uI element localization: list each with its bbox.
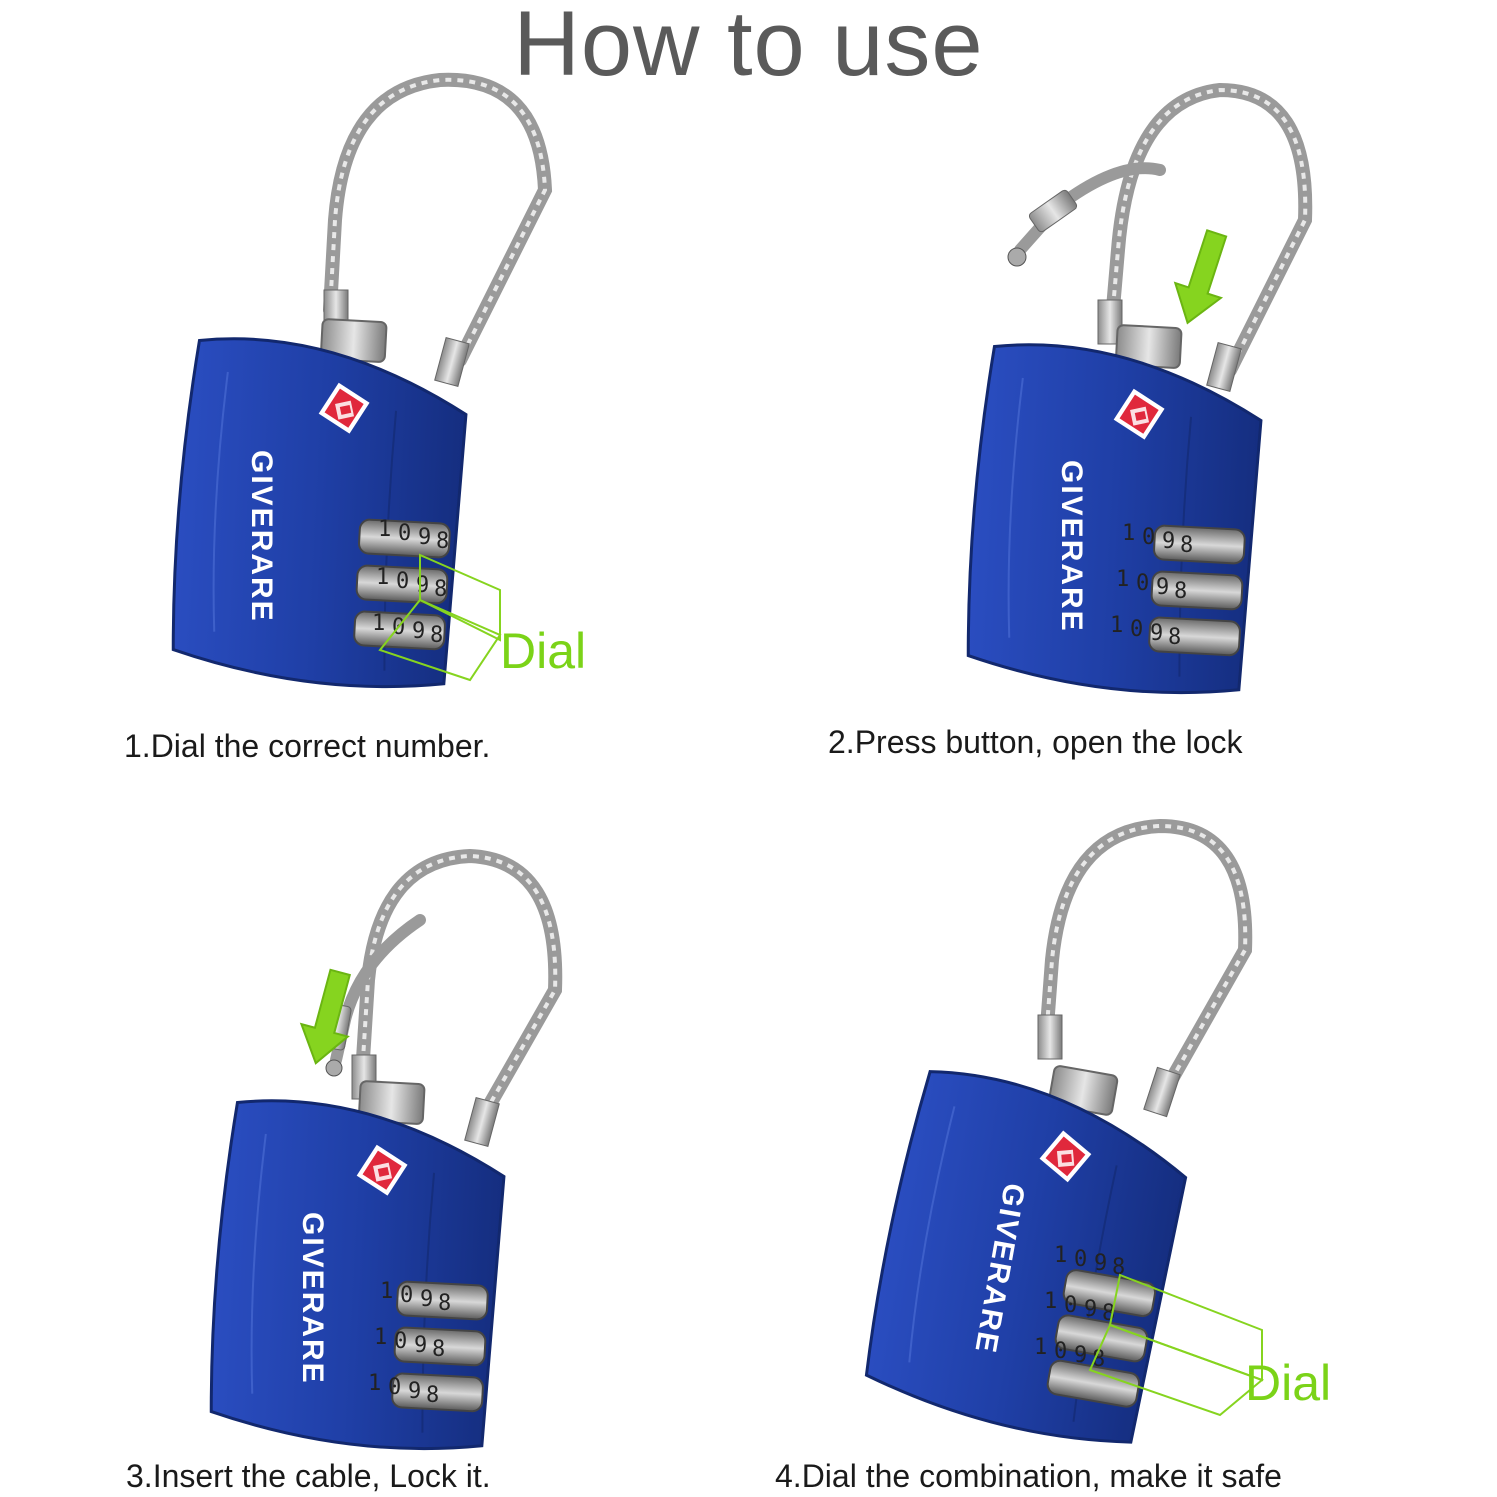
svg-text:1: 1 xyxy=(1044,1289,1057,1314)
step-3-caption: 3.Insert the cable, Lock it. xyxy=(126,1458,491,1494)
svg-text:9: 9 xyxy=(414,1333,427,1358)
cable-shackle xyxy=(1039,818,1253,1107)
svg-text:1: 1 xyxy=(1116,567,1129,592)
svg-text:9: 9 xyxy=(1162,529,1175,554)
svg-text:8: 8 xyxy=(432,1337,445,1362)
svg-text:0: 0 xyxy=(1142,525,1155,550)
svg-text:9: 9 xyxy=(412,619,425,644)
svg-text:8: 8 xyxy=(438,1291,451,1316)
svg-text:1: 1 xyxy=(1122,521,1135,546)
svg-text:0: 0 xyxy=(394,1329,407,1354)
svg-text:9: 9 xyxy=(416,573,429,598)
svg-text:1: 1 xyxy=(1110,613,1123,638)
svg-text:9: 9 xyxy=(1084,1297,1097,1322)
svg-text:8: 8 xyxy=(1174,579,1187,604)
press-arrow-icon xyxy=(1163,225,1241,332)
svg-text:8: 8 xyxy=(436,529,449,554)
step-4-caption: 4.Dial the combination, make it safe xyxy=(775,1458,1282,1494)
svg-text:1: 1 xyxy=(1054,1243,1067,1268)
svg-text:8: 8 xyxy=(1180,533,1193,558)
svg-text:1: 1 xyxy=(368,1371,381,1396)
svg-text:1: 1 xyxy=(374,1325,387,1350)
svg-text:1: 1 xyxy=(380,1279,393,1304)
step-2-caption: 2.Press button, open the lock xyxy=(828,724,1243,760)
svg-text:0: 0 xyxy=(1136,571,1149,596)
svg-text:9: 9 xyxy=(1156,575,1169,600)
svg-text:8: 8 xyxy=(1092,1347,1105,1372)
brand-text: GIVERARE xyxy=(1055,460,1088,633)
svg-text:8: 8 xyxy=(1168,625,1181,650)
insert-arrow-icon xyxy=(291,965,365,1071)
svg-text:1: 1 xyxy=(378,517,391,542)
brand-text: GIVERARE xyxy=(296,1212,329,1385)
svg-text:8: 8 xyxy=(426,1383,439,1408)
svg-text:8: 8 xyxy=(1112,1255,1125,1280)
svg-text:9: 9 xyxy=(420,1287,433,1312)
svg-text:1: 1 xyxy=(376,565,389,590)
svg-text:0: 0 xyxy=(400,1283,413,1308)
svg-text:1: 1 xyxy=(372,611,385,636)
dial-callout xyxy=(378,553,502,682)
svg-text:0: 0 xyxy=(1130,617,1143,642)
svg-text:0: 0 xyxy=(1064,1293,1077,1318)
svg-text:9: 9 xyxy=(1094,1251,1107,1276)
svg-text:1: 1 xyxy=(1034,1335,1047,1360)
dial-callout xyxy=(1088,1273,1264,1417)
dial-label: Dial xyxy=(500,623,586,679)
svg-text:9: 9 xyxy=(1150,621,1163,646)
cable-shackle xyxy=(355,848,563,1132)
step-1-caption: 1.Dial the correct number. xyxy=(124,728,491,764)
svg-text:0: 0 xyxy=(398,521,411,546)
svg-text:8: 8 xyxy=(434,577,447,602)
svg-text:0: 0 xyxy=(388,1375,401,1400)
svg-text:0: 0 xyxy=(1074,1247,1087,1272)
svg-text:0: 0 xyxy=(1054,1339,1067,1364)
page-title: How to use xyxy=(513,0,984,95)
svg-text:9: 9 xyxy=(1074,1343,1087,1368)
svg-text:0: 0 xyxy=(396,569,409,594)
cable-shackle xyxy=(323,72,553,367)
brand-text: GIVERARE xyxy=(245,450,278,623)
svg-text:8: 8 xyxy=(430,623,443,648)
dial-label: Dial xyxy=(1245,1355,1331,1411)
svg-text:9: 9 xyxy=(408,1379,421,1404)
svg-text:9: 9 xyxy=(418,525,431,550)
